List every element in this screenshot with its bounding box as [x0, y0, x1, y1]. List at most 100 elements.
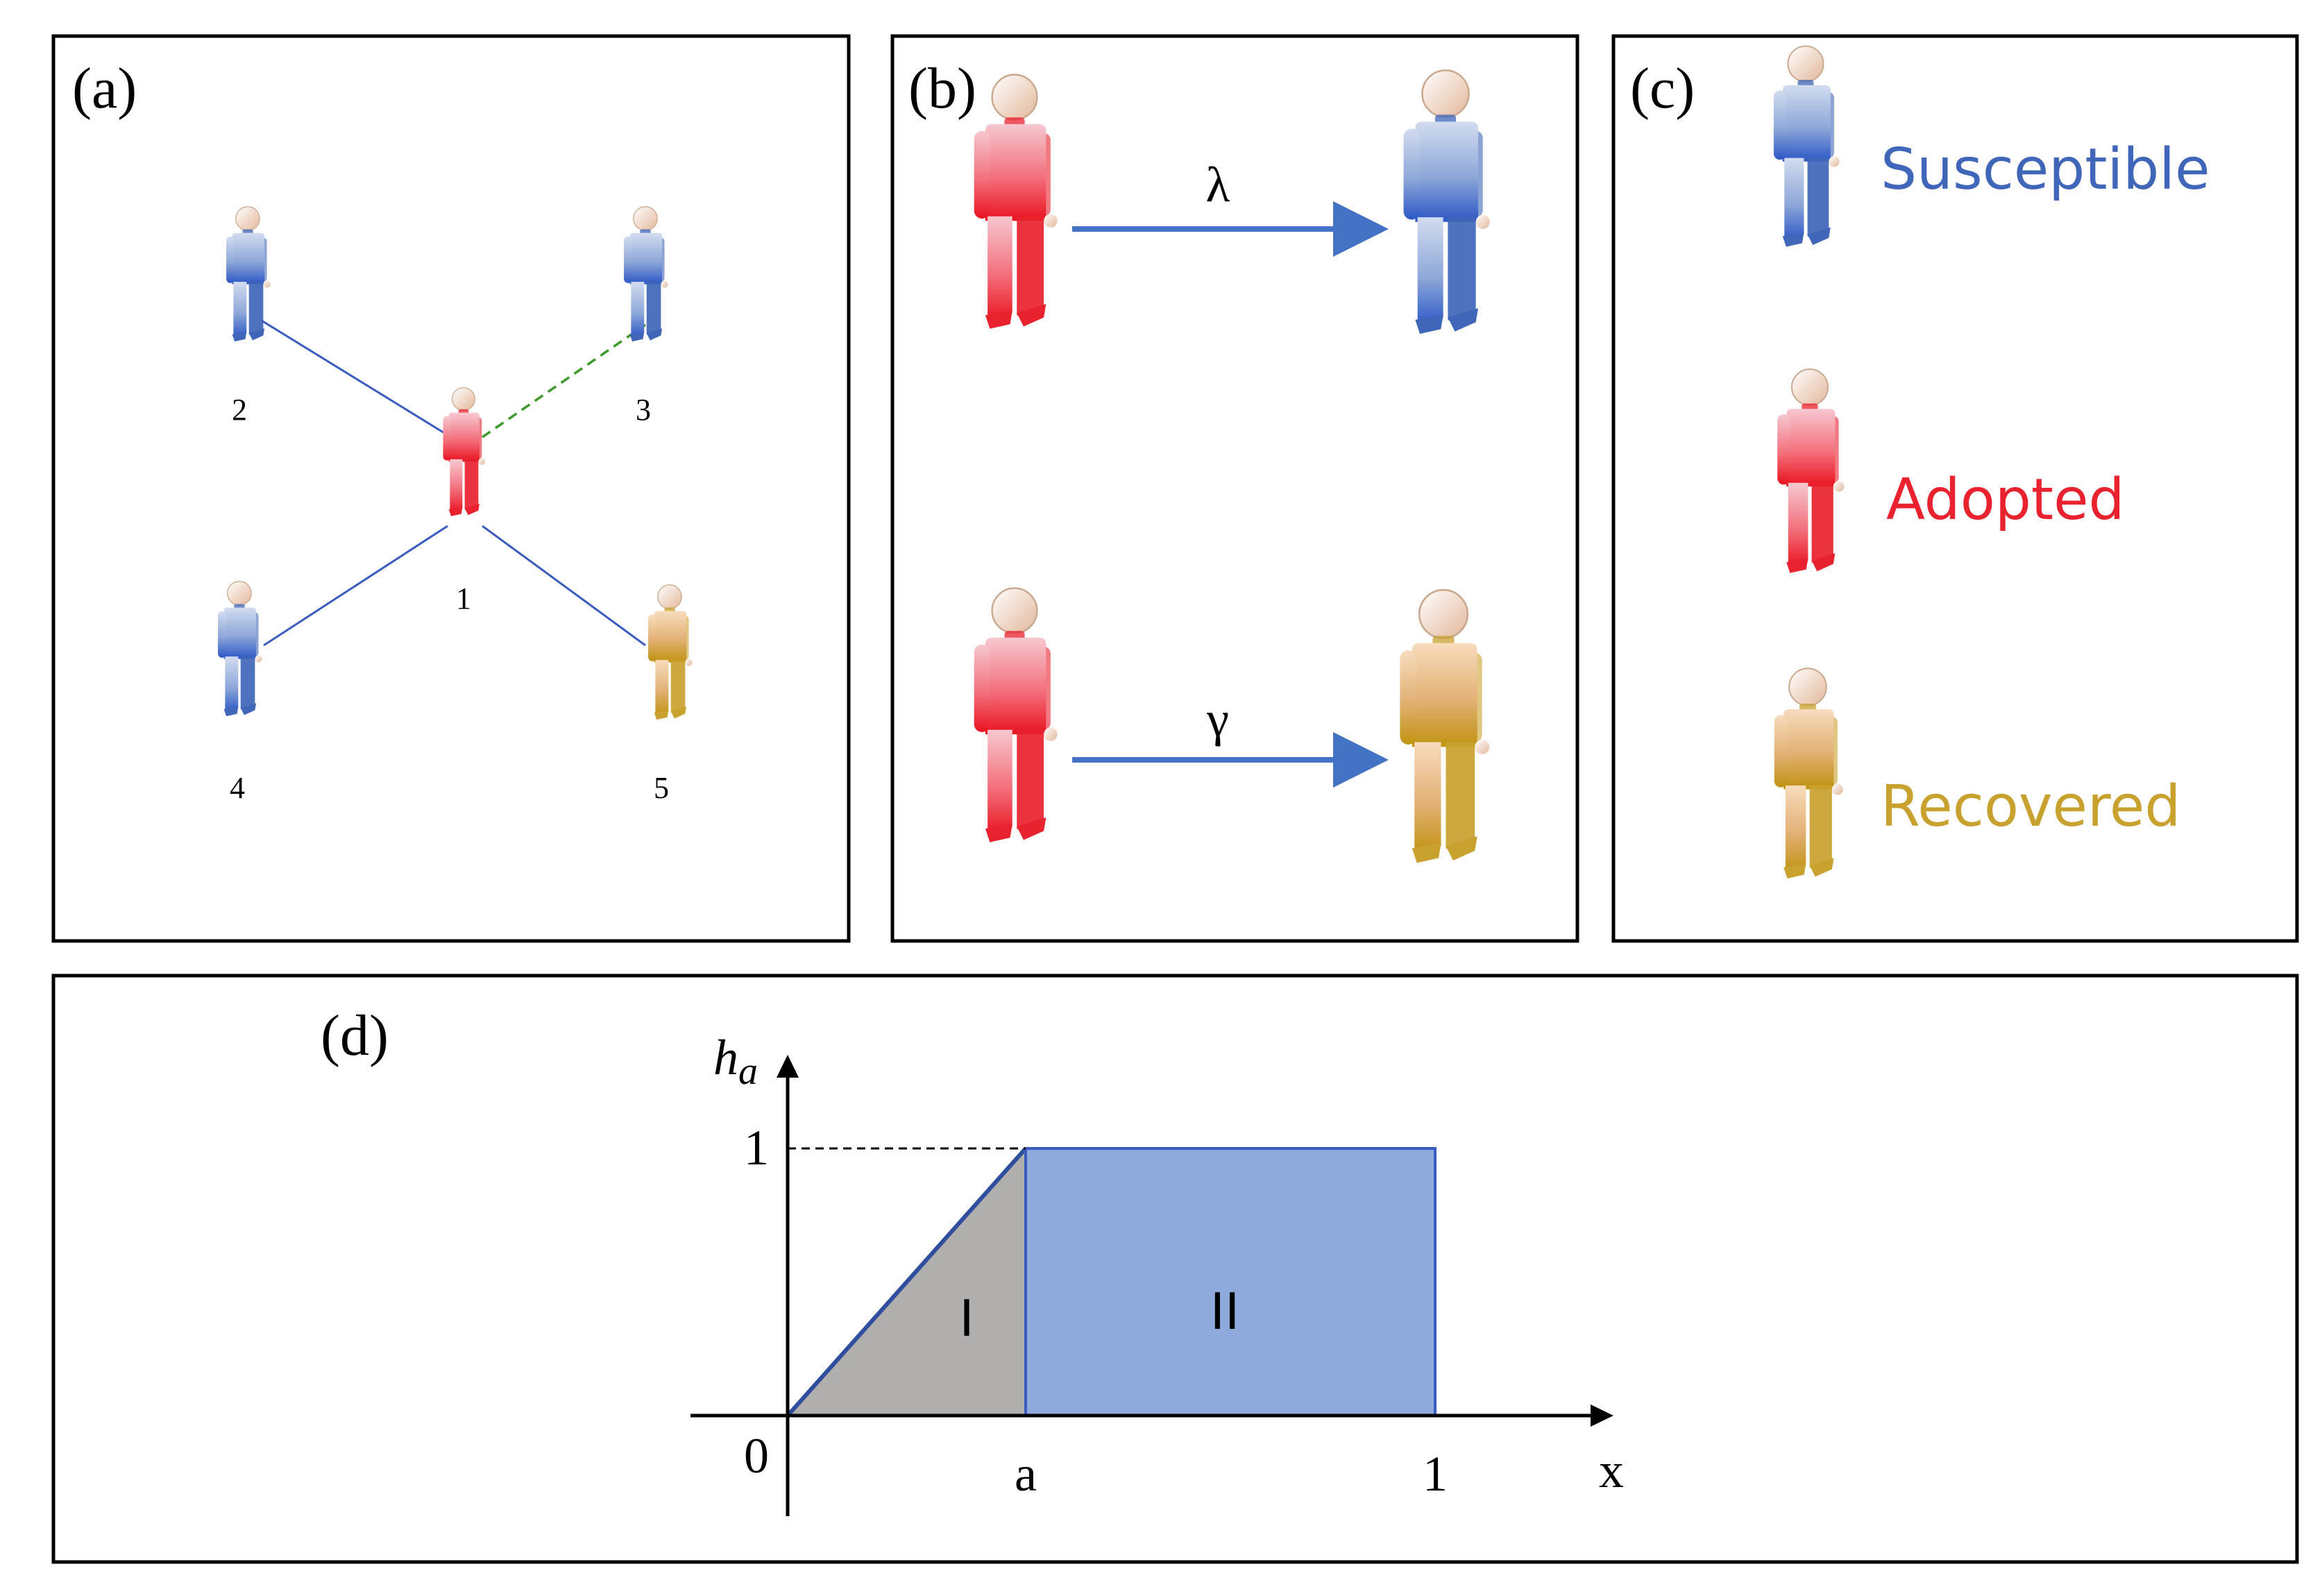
edge-1-4 — [263, 525, 448, 647]
left-leg-shape — [225, 656, 239, 713]
node-3-person-icon — [624, 206, 668, 342]
network-edges — [261, 319, 646, 647]
front-arm-shape — [624, 236, 633, 283]
edge-1-3 — [482, 323, 646, 439]
legend-adopted: Adopted — [1777, 368, 2125, 573]
left-leg-shape — [988, 729, 1012, 835]
head-shape — [1787, 45, 1824, 83]
node-1-person-icon — [443, 387, 486, 516]
right-leg-shape — [1017, 216, 1044, 320]
transition-1: λ — [974, 69, 1490, 334]
x-axis-label: x — [1599, 1443, 1624, 1498]
front-arm-shape — [226, 236, 235, 283]
legend-label-adopted: Adopted — [1886, 467, 2125, 533]
transition-2: γ — [974, 587, 1490, 863]
left-foot-shape — [985, 824, 1012, 842]
right-leg-shape — [670, 660, 686, 715]
right-leg-shape — [1017, 729, 1044, 833]
left-leg-shape — [1788, 482, 1808, 568]
hand-shape — [661, 280, 668, 288]
front-arm-shape — [443, 416, 451, 461]
panel-d: (d) ha 1 0 a 1 x I II — [51, 974, 2299, 1564]
left-leg-shape — [988, 216, 1012, 322]
hand-shape — [1044, 214, 1058, 228]
torso-shape — [232, 232, 265, 285]
front-arm-shape — [1400, 650, 1417, 745]
right-leg-shape — [1807, 158, 1829, 240]
right-foot-shape — [1809, 858, 1834, 877]
collar-shape — [1004, 117, 1025, 127]
hand-shape — [255, 655, 262, 663]
front-arm-shape — [1773, 90, 1786, 160]
rate-lambda: λ — [1206, 157, 1230, 212]
front-arm-shape — [648, 614, 657, 661]
node-4-person-icon — [218, 581, 262, 717]
left-foot-shape — [448, 507, 463, 516]
right-leg-shape — [1448, 217, 1476, 325]
right-leg-shape — [248, 282, 264, 337]
panel-c-label: (c) — [1630, 56, 1695, 121]
recovered-person-icon — [1400, 588, 1490, 863]
node-5-person-icon — [648, 584, 693, 720]
susceptible-person-icon — [1773, 45, 1840, 247]
left-leg-shape — [655, 660, 669, 716]
y-tick-one: 1 — [744, 1120, 769, 1175]
front-arm-shape — [974, 644, 990, 732]
head-shape — [991, 587, 1038, 634]
legend-label-susceptible: Susceptible — [1881, 137, 2210, 203]
legend-recovered: Recovered — [1774, 668, 2180, 879]
adopted-person-icon — [974, 74, 1058, 329]
torso-shape — [1786, 409, 1836, 486]
left-foot-shape — [629, 332, 645, 342]
panel-a: (a) 1 2 3 4 5 — [51, 34, 851, 943]
rate-gamma: γ — [1206, 691, 1229, 747]
network-nodes — [218, 206, 693, 720]
right-foot-shape — [1017, 304, 1046, 327]
collar-shape — [242, 229, 253, 235]
x-tick-a: a — [1015, 1446, 1037, 1502]
torso-shape — [223, 607, 257, 659]
hand-shape — [1833, 481, 1845, 492]
head-shape — [1791, 368, 1829, 406]
left-foot-shape — [654, 710, 669, 720]
hand-shape — [1829, 156, 1840, 167]
node-2-label: 2 — [232, 393, 247, 427]
torso-shape — [985, 124, 1046, 221]
front-arm-shape — [1774, 715, 1788, 788]
ramp-line — [786, 1147, 1028, 1417]
collar-shape — [234, 604, 245, 609]
left-leg-shape — [1784, 158, 1804, 241]
left-foot-shape — [232, 332, 247, 342]
front-arm-shape — [218, 611, 227, 658]
head-shape — [1421, 69, 1470, 118]
head-shape — [235, 206, 260, 231]
torso-shape — [985, 637, 1046, 735]
panel-d-label: (d) — [321, 1003, 389, 1068]
right-leg-shape — [646, 282, 661, 337]
recovered-person-icon — [1774, 668, 1843, 879]
collar-shape — [1004, 631, 1025, 640]
collar-shape — [640, 229, 651, 235]
right-leg-shape — [240, 656, 255, 712]
left-leg-shape — [1417, 217, 1443, 327]
right-leg-shape — [464, 459, 479, 512]
right-foot-shape — [646, 328, 663, 341]
left-leg-shape — [631, 282, 645, 338]
right-foot-shape — [240, 703, 257, 715]
head-shape — [227, 581, 252, 606]
head-shape — [991, 74, 1038, 121]
collar-shape — [664, 607, 675, 613]
region-II-label: II — [1210, 1282, 1239, 1341]
y-axis-label: ha — [713, 1030, 758, 1093]
panel-c-frame — [1611, 34, 2299, 943]
collar-shape — [458, 409, 469, 414]
panel-b: (b) λ γ — [890, 34, 1579, 943]
right-leg-shape — [1809, 786, 1832, 872]
x-tick-one: 1 — [1423, 1446, 1448, 1502]
front-arm-shape — [974, 130, 990, 219]
left-leg-shape — [1414, 742, 1441, 856]
collar-shape — [1799, 704, 1817, 711]
y-axis-label-main: h — [713, 1030, 738, 1085]
edge-1-2 — [261, 319, 452, 439]
x-axis-arrow — [1591, 1404, 1613, 1427]
